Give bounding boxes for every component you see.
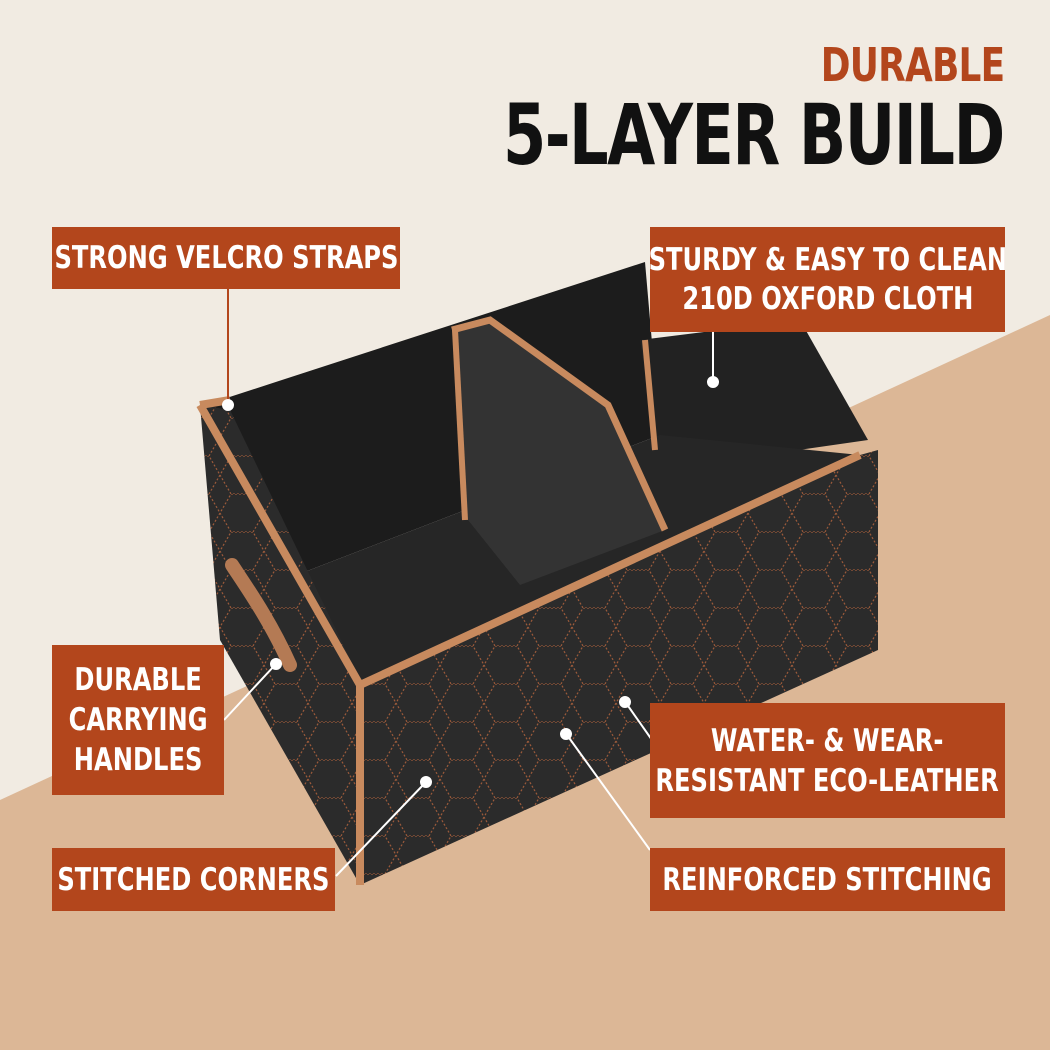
back-wall <box>205 262 660 600</box>
label-line: HANDLES <box>73 742 203 778</box>
label-carrying-handles: DURABLE CARRYING HANDLES <box>52 645 224 795</box>
top-front-trim <box>358 451 862 689</box>
heading-main: 5-LAYER BUILD <box>503 86 1005 184</box>
label-velcro-straps: STRONG VELCRO STRAPS <box>52 227 400 289</box>
front-panel <box>360 450 878 885</box>
label-text: DURABLE CARRYING HANDLES <box>69 660 208 780</box>
label-text: WATER- & WEAR- RESISTANT ECO-LEATHER <box>656 721 999 801</box>
label-text: STITCHED CORNERS <box>57 861 330 898</box>
label-eco-leather: WATER- & WEAR- RESISTANT ECO-LEATHER <box>650 703 1005 818</box>
divider-trim <box>451 316 669 532</box>
label-reinforced-stitching: REINFORCED STITCHING <box>650 848 1005 911</box>
label-text: STRONG VELCRO STRAPS <box>54 240 398 276</box>
label-line: DURABLE <box>74 662 202 698</box>
label-line: 210D OXFORD CLOTH <box>681 280 974 317</box>
right-flap <box>640 320 868 470</box>
divider-panel <box>452 320 665 585</box>
label-text: REINFORCED STITCHING <box>662 861 993 898</box>
handle-icon <box>225 558 297 672</box>
label-line: WATER- & WEAR- <box>711 722 944 759</box>
label-line: STURDY & EASY TO CLEAN <box>648 241 1007 278</box>
label-stitched-corners: STITCHED CORNERS <box>52 848 335 911</box>
heading-sub: DURABLE <box>820 38 1004 92</box>
label-oxford-cloth: STURDY & EASY TO CLEAN 210D OXFORD CLOTH <box>648 227 1007 332</box>
label-line: CARRYING <box>68 702 208 738</box>
label-line: RESISTANT ECO-LEATHER <box>655 762 1000 799</box>
label-text: STURDY & EASY TO CLEAN 210D OXFORD CLOTH <box>648 241 1007 319</box>
